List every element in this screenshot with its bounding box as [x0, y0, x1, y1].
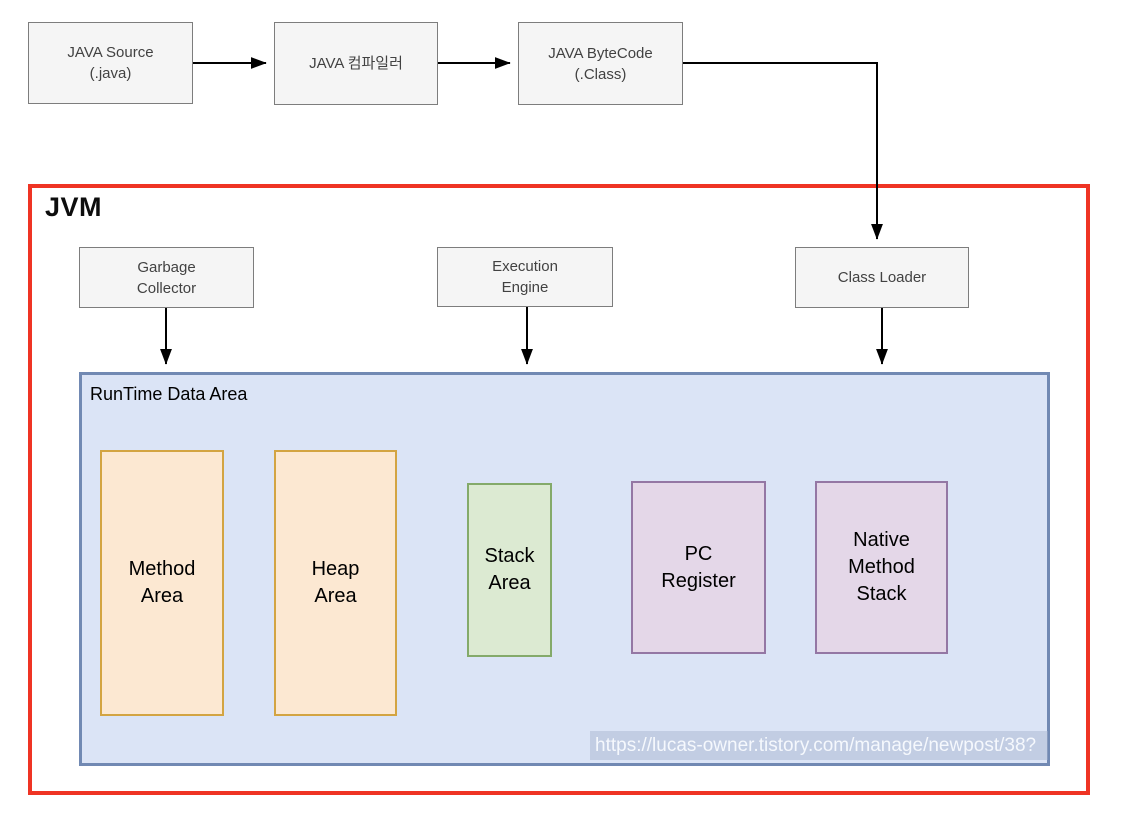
diagram-node-heap-area: Heap Area — [274, 450, 397, 716]
diagram-node-method-area: Method Area — [100, 450, 224, 716]
diagram-node-class-loader: Class Loader — [795, 247, 969, 308]
diagram-node-stack-area: Stack Area — [467, 483, 552, 657]
jvm-container-box — [28, 184, 1090, 795]
diagram-node-pc-register: PC Register — [631, 481, 766, 654]
watermark-url: https://lucas-owner.tistory.com/manage/n… — [590, 731, 1048, 760]
diagram-node-java-bytecode: JAVA ByteCode (.Class) — [518, 22, 683, 105]
runtime-data-area-title: RunTime Data Area — [90, 384, 248, 404]
jvm-title: JVM — [45, 192, 103, 222]
diagram-node-native-method-stack: Native Method Stack — [815, 481, 948, 654]
diagram-node-java-compiler: JAVA 컴파일러 — [274, 22, 438, 105]
diagram-node-execution-engine: Execution Engine — [437, 247, 613, 307]
diagram-node-garbage-collector: Garbage Collector — [79, 247, 254, 308]
diagram-node-java-source: JAVA Source (.java) — [28, 22, 193, 104]
